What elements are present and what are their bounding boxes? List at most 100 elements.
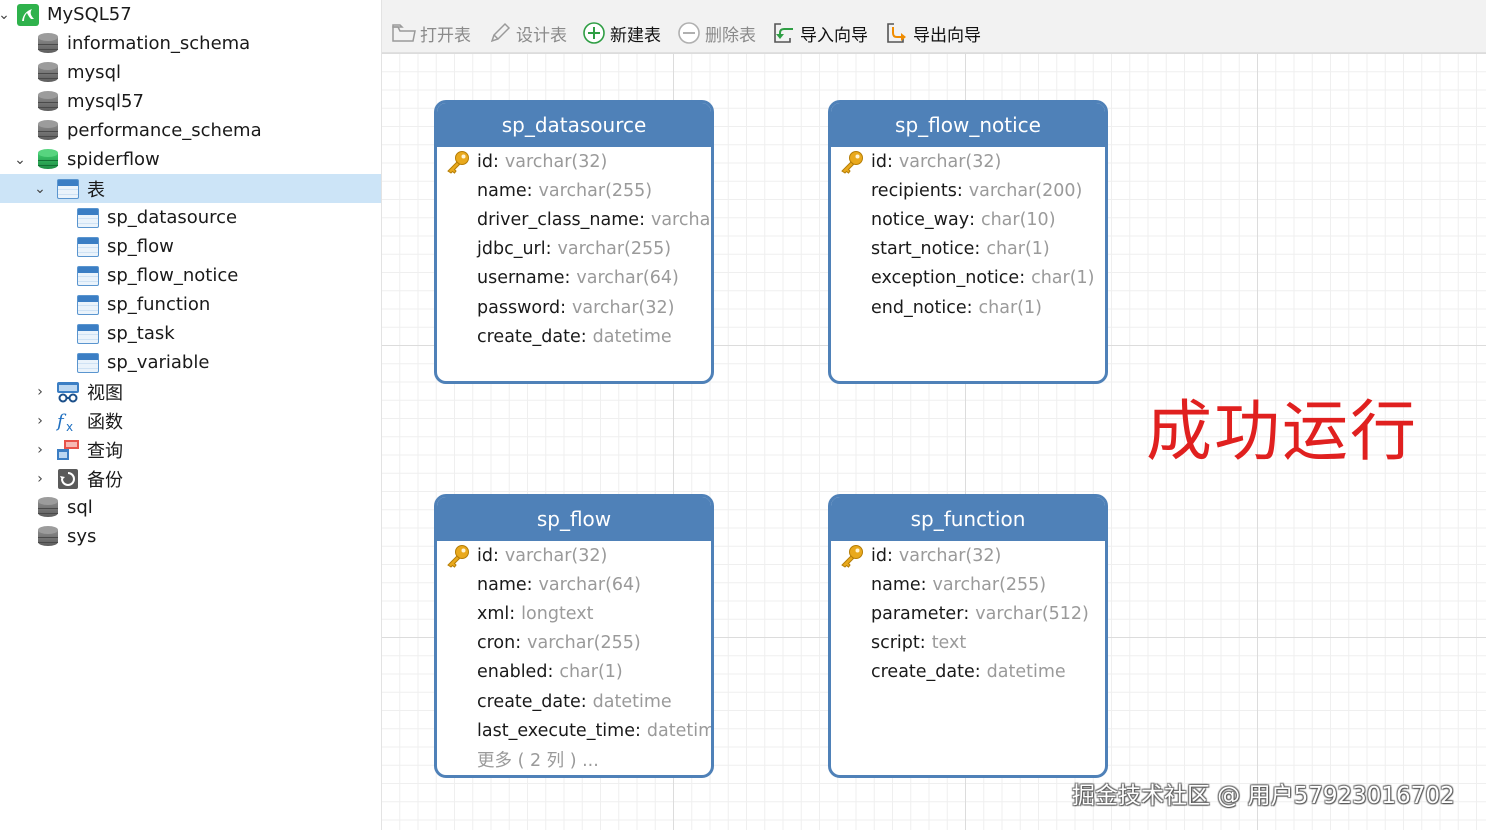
primary-key-icon [839, 544, 865, 568]
export-wizard-button[interactable]: 导出向导 [885, 20, 981, 46]
er-table-sp-flow[interactable]: sp_flow id:varchar(32) name:varchar(64) … [434, 494, 714, 778]
field-type: char(1) [978, 297, 1042, 318]
er-field-row: name:varchar(255) [437, 176, 711, 205]
er-field-row: parameter:varchar(512) [831, 599, 1105, 628]
table-icon [76, 206, 100, 230]
field-name: password [477, 297, 561, 318]
er-table-sp-flow-notice[interactable]: sp_flow_notice id:varchar(32) recipients… [828, 100, 1108, 384]
field-name: id [477, 545, 493, 566]
er-more-columns[interactable]: 更多 ( 2 列 ) ... [437, 745, 711, 774]
chevron-right-icon[interactable]: › [37, 470, 43, 487]
table-label: sp_variable [107, 352, 210, 373]
field-type: char(1) [986, 239, 1050, 260]
folder-label: 视图 [87, 382, 123, 404]
field-type: varchar(255) [932, 574, 1047, 595]
er-table-title: sp_datasource [437, 103, 711, 147]
chevron-down-icon[interactable]: ⌄ [34, 180, 46, 197]
field-type: longtext [521, 603, 594, 624]
field-separator: : [639, 209, 645, 230]
toolbar: 打开表 设计表 新建表 删除表 导入向导 导出向导 [382, 0, 1486, 53]
field-separator: : [886, 545, 893, 566]
er-table-sp-datasource[interactable]: sp_datasource id:varchar(32) name:varcha… [434, 100, 714, 384]
er-field-row: xml:longtext [437, 599, 711, 628]
delete-table-label: 删除表 [705, 25, 756, 46]
field-separator: : [974, 239, 981, 260]
minus-circle-icon [677, 21, 701, 45]
er-field-row: recipients:varchar(200) [831, 176, 1105, 205]
er-table-title: sp_flow [437, 497, 711, 541]
database-open-icon [36, 148, 60, 172]
field-type: datetime [646, 720, 711, 741]
table-label: sp_task [107, 323, 175, 344]
field-name: start_notice [871, 239, 975, 260]
field-name: last_execute_time [477, 720, 635, 741]
delete-table-button[interactable]: 删除表 [677, 20, 756, 46]
field-type: varchar... [650, 209, 711, 230]
tree-connection-mysql57[interactable]: ⌄ MySQL57 [0, 0, 381, 29]
chevron-right-icon[interactable]: › [37, 383, 43, 400]
tree-folder-queries[interactable]: › 查询 [0, 435, 381, 464]
chevron-right-icon[interactable]: › [37, 412, 43, 429]
view-icon [56, 380, 80, 404]
new-table-button[interactable]: 新建表 [582, 20, 661, 46]
tree-table-sp-function[interactable]: sp_function [0, 290, 381, 319]
er-table-sp-function[interactable]: sp_function id:varchar(32) name:varchar(… [828, 494, 1108, 778]
field-separator: : [974, 662, 981, 683]
folder-label: 表 [87, 179, 105, 201]
tree-db-performance-schema[interactable]: performance_schema [0, 116, 381, 145]
table-icon [76, 264, 100, 288]
tree-db-mysql[interactable]: mysql [0, 58, 381, 87]
tree-db-information-schema[interactable]: information_schema [0, 29, 381, 58]
tree-db-mysql57[interactable]: mysql57 [0, 87, 381, 116]
chevron-right-icon[interactable]: › [37, 441, 43, 458]
table-label: sp_flow_notice [107, 265, 239, 286]
primary-key-icon [445, 544, 471, 568]
folder-label: 查询 [87, 440, 123, 462]
design-table-button[interactable]: 设计表 [488, 20, 567, 46]
tree-folder-tables[interactable]: ⌄ 表 [0, 174, 381, 203]
field-type: text [931, 633, 967, 654]
er-field-row: id:varchar(32) [437, 541, 711, 570]
field-separator: : [515, 633, 522, 654]
tree-table-sp-flow-notice[interactable]: sp_flow_notice [0, 261, 381, 290]
tree-table-sp-flow[interactable]: sp_flow [0, 232, 381, 261]
er-diagram-canvas[interactable]: sp_datasource id:varchar(32) name:varcha… [382, 53, 1486, 830]
field-type: varchar(32) [898, 545, 1002, 566]
field-separator: : [492, 545, 499, 566]
field-separator: : [635, 720, 641, 741]
field-type: varchar(255) [538, 180, 653, 201]
table-icon [76, 293, 100, 317]
table-label: sp_flow [107, 236, 174, 257]
open-table-button[interactable]: 打开表 [392, 20, 471, 46]
field-name: name [871, 574, 921, 595]
field-separator: : [963, 603, 970, 624]
tree-db-sql[interactable]: sql [0, 493, 381, 522]
field-separator: : [560, 297, 566, 318]
chevron-down-icon[interactable]: ⌄ [14, 151, 26, 168]
tree-folder-functions[interactable]: › f x 函数 [0, 406, 381, 435]
field-name: create_date [477, 691, 581, 712]
er-field-row: create_date:datetime [437, 322, 711, 351]
er-table-title: sp_flow_notice [831, 103, 1105, 147]
tree-folder-views[interactable]: › 视图 [0, 377, 381, 406]
field-name: exception_notice [871, 268, 1020, 289]
import-wizard-button[interactable]: 导入向导 [772, 20, 868, 46]
tree-table-sp-datasource[interactable]: sp_datasource [0, 203, 381, 232]
field-separator: : [547, 662, 554, 683]
field-type: varchar(255) [527, 633, 641, 654]
tree-db-sys[interactable]: sys [0, 522, 381, 551]
field-name: create_date [871, 662, 975, 683]
tree-folder-backups[interactable]: › 备份 [0, 464, 381, 493]
er-field-row: jdbc_url:varchar(255) [437, 235, 711, 264]
database-label: sql [67, 497, 93, 518]
tree-db-spiderflow[interactable]: ⌄ spiderflow [0, 145, 381, 174]
export-wizard-label: 导出向导 [913, 25, 981, 46]
tree-table-sp-variable[interactable]: sp_variable [0, 348, 381, 377]
chevron-down-icon[interactable]: ⌄ [0, 7, 12, 23]
field-type: datetime [592, 691, 672, 712]
field-separator: : [920, 574, 927, 595]
field-name: name [477, 574, 527, 595]
er-field-row: enabled:char(1) [437, 658, 711, 687]
table-icon [76, 235, 100, 259]
tree-table-sp-task[interactable]: sp_task [0, 319, 381, 348]
